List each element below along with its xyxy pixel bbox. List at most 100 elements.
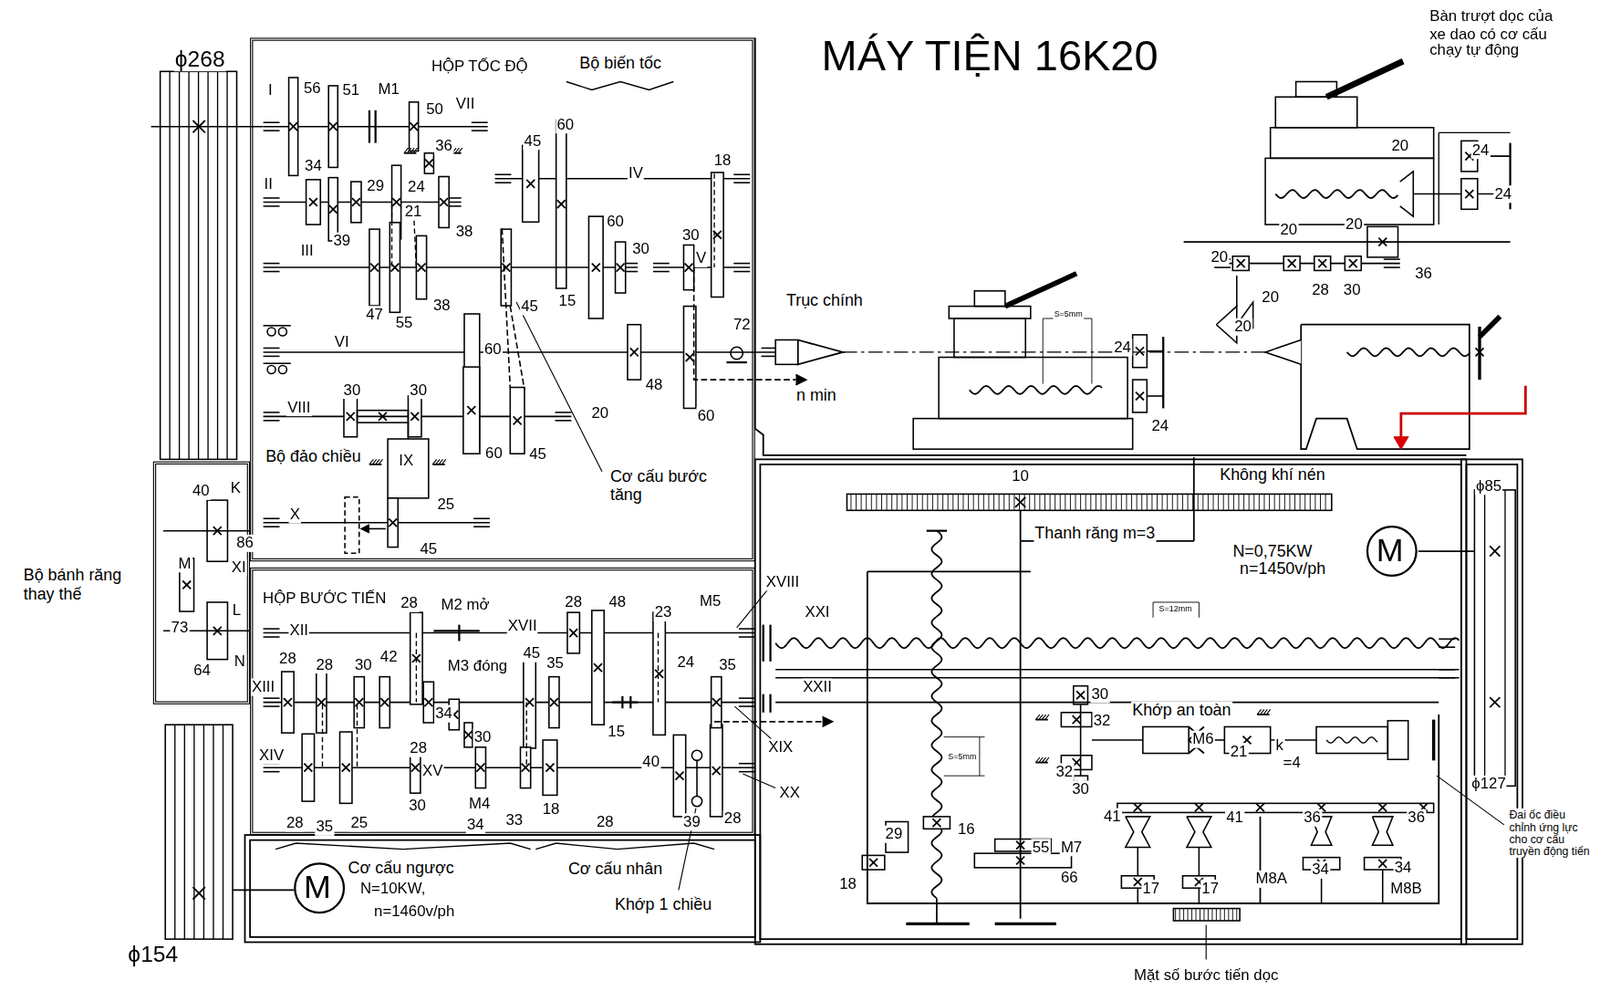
drive-line [1489,696,1500,707]
drive-line [1288,259,1297,268]
drive-line [1013,493,1015,510]
drive-line [1349,259,1358,268]
part-outline [387,498,398,548]
callout-number: 20 [1390,137,1410,155]
drive-line [1198,887,1201,904]
part-outline [1275,96,1357,128]
drive-line [1008,493,1010,510]
drive-line [263,770,281,773]
drive-line [1378,859,1387,868]
drive-line [368,110,371,144]
drive-line [263,635,281,638]
callout-number: 24 [406,177,426,195]
diagram-title: MÁY TIỆN 16K20 [821,32,1159,81]
drive-line [1182,493,1184,510]
contour-path [822,716,833,727]
drive-line [283,697,292,707]
part-outline [923,816,950,829]
drive-line [993,493,995,510]
part-outline [424,153,434,174]
drive-line [413,147,417,154]
drive-line [768,694,771,713]
callout-number: =4 [1281,753,1301,770]
drive-line [1194,802,1204,811]
drive-line [1135,392,1144,401]
drive-line [1135,392,1144,401]
drive-line [1318,259,1327,268]
callout-number: 28 [278,649,298,666]
drive-line [1153,601,1199,603]
callout-number: 20 [1278,220,1299,238]
contour-path [322,704,323,768]
callout-number: 24 [1112,338,1133,355]
drive-line [226,71,228,459]
part-outline [974,852,1071,868]
drive-line [1215,908,1217,921]
contour-path [867,571,1439,904]
part-outline [1461,178,1478,210]
drive-line [1325,493,1327,510]
callout-number: 39 [682,812,702,830]
part-outline [755,458,1467,944]
callout-number: n=1450v/ph [1238,559,1327,578]
drive-line [1227,908,1229,921]
contour-path [501,228,510,389]
part-outline [683,306,696,409]
drive-line [407,422,410,439]
drive-line [932,818,941,827]
drive-line [329,205,338,214]
drive-line [653,270,670,273]
note-text: Bàn trượt dọc của xe dao có cơ cấu chạy … [1428,8,1556,59]
drive-line [1105,493,1107,510]
drive-line [1198,846,1201,875]
drive-line [1044,493,1046,510]
callout-number: IV [627,165,645,182]
callout-number: M [176,554,192,572]
drive-line [1038,493,1040,510]
part-outline [711,676,722,728]
drive-line [1166,493,1168,510]
drive-line [263,411,281,414]
drive-line [1016,841,1025,850]
part-outline [165,724,233,939]
callout-number: N=10KW, [359,879,427,896]
part-outline [340,731,353,803]
drive-line [263,197,281,199]
drive-line [1438,132,1510,134]
part-outline [353,676,364,728]
drive-line [1256,802,1265,811]
drive-line [1075,493,1077,510]
callout-number: 28 [595,812,615,830]
part-outline [475,747,486,789]
callout-number: 34 [1310,861,1330,878]
drive-line [1172,493,1174,510]
drive-line [222,724,224,939]
callout-number: 28 [1310,280,1330,298]
drive-line [1278,493,1280,510]
drive-line [712,766,721,775]
drive-line [1489,545,1500,556]
drive-line [212,724,214,939]
drive-line [871,493,873,510]
drive-line [417,263,426,272]
contour-path [657,633,659,703]
callout-number: L [231,602,243,619]
part-outline [1073,685,1089,705]
callout-number: X [289,506,302,523]
drive-line [197,71,199,459]
contour-path [391,204,393,268]
drive-line [1016,841,1025,850]
drive-line [1136,493,1138,510]
drive-line [922,493,924,510]
drive-line [557,199,566,208]
part-outline [328,177,338,241]
drive-line [935,897,938,924]
callout-number: 42 [379,647,399,665]
drive-line [1095,493,1097,510]
callout-number: 15 [606,723,626,740]
drive-line [855,493,857,510]
drive-line [521,763,530,772]
contour-path [1275,189,1398,198]
part-outline [410,612,423,705]
callout-number: 24 [1471,141,1491,158]
